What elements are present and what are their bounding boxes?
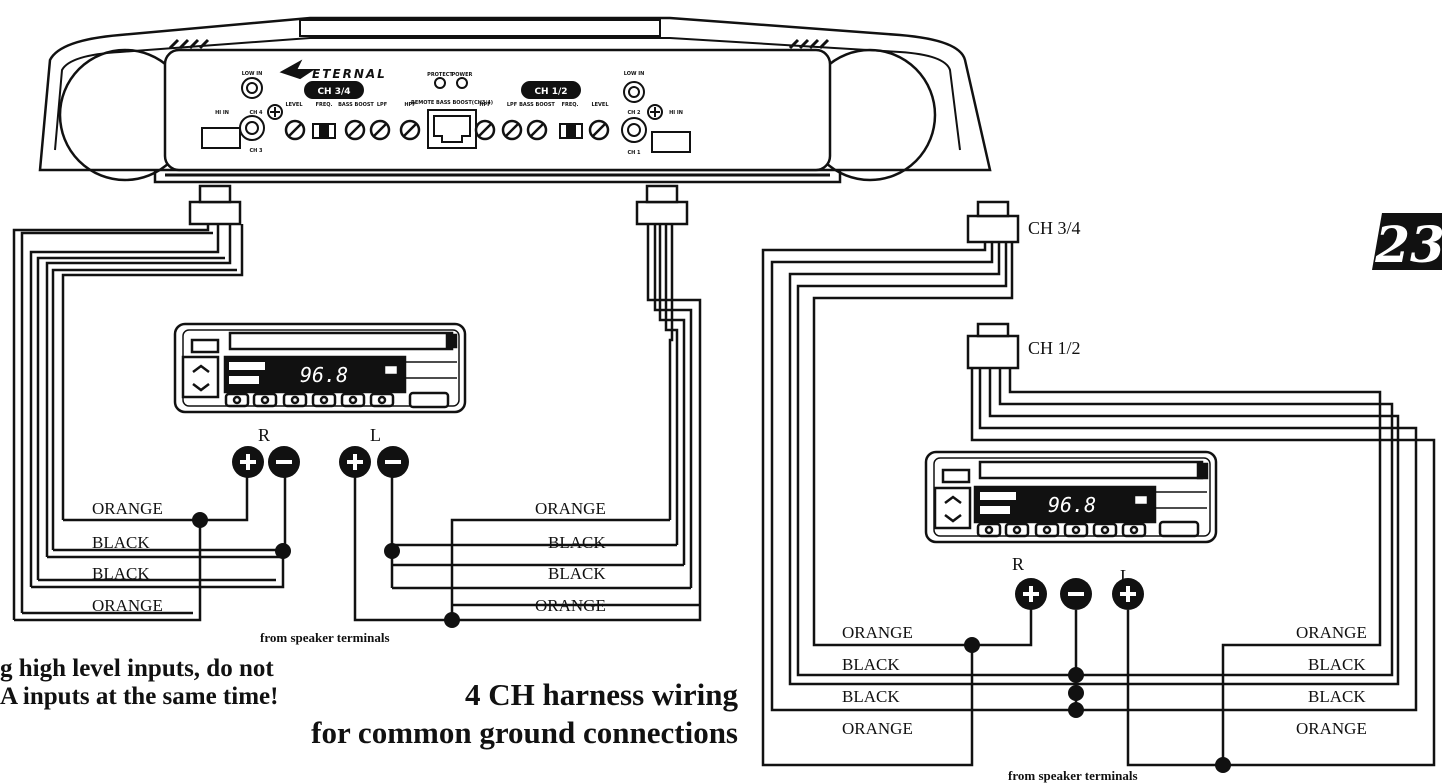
ctrl-right-lpf: LPF bbox=[507, 102, 517, 108]
left-terminals-caption: from speaker terminals bbox=[260, 630, 390, 645]
left-harness-wires bbox=[12, 224, 702, 622]
ch2-label: CH 2 bbox=[627, 110, 641, 116]
right-junction-dots bbox=[964, 637, 1231, 773]
ctrl-right-hpf: HPF bbox=[479, 102, 490, 108]
right-ch34-label: CH 3/4 bbox=[1028, 218, 1081, 238]
ctrl-left-hpf: HPF bbox=[404, 102, 415, 108]
left-wire-label: BLACK bbox=[92, 564, 150, 583]
right-wire-label: ORANGE bbox=[1296, 719, 1367, 738]
amp-ch12-label: CH 1/2 bbox=[534, 87, 567, 97]
protect-led-icon bbox=[434, 77, 446, 89]
low-in-left: LOW IN bbox=[242, 71, 263, 77]
power-led-icon bbox=[456, 77, 468, 89]
left-head-unit: 96.8 bbox=[173, 322, 467, 414]
hi-in-left: HI IN bbox=[215, 110, 229, 116]
left-radio-display: 96.8 bbox=[300, 363, 348, 387]
hi-in-right: HI IN bbox=[669, 110, 683, 116]
brand-text: ETERNAL bbox=[312, 67, 387, 81]
right-wire-label: ORANGE bbox=[1296, 623, 1367, 642]
right-wire-label: BLACK bbox=[1308, 655, 1366, 674]
right-harness-connectors bbox=[966, 200, 1020, 370]
right-wire-label: BLACK bbox=[548, 533, 606, 552]
left-diagram-r: R bbox=[258, 425, 270, 445]
amplifier bbox=[38, 16, 992, 184]
ch1-label: CH 1 bbox=[627, 150, 641, 156]
ch3-label: CH 3 bbox=[249, 148, 263, 154]
right-terminals-caption: from speaker terminals bbox=[1008, 768, 1138, 783]
ctrl-left-lpf: LPF bbox=[377, 102, 387, 108]
ctrl-left-freq: FREQ. bbox=[316, 102, 333, 108]
right-wire-label: ORANGE bbox=[535, 596, 606, 615]
left-wire-label: BLACK bbox=[842, 687, 900, 706]
left-harness-connectors bbox=[188, 184, 689, 226]
left-wire-label: ORANGE bbox=[92, 596, 163, 615]
remote-label: REMOTE BASS BOOST(CH3/4) bbox=[411, 100, 493, 106]
eternal-logo-icon bbox=[279, 59, 316, 80]
left-wire-label: BLACK bbox=[842, 655, 900, 674]
amp-front-panel: ETERNAL CH 3/4 CH 1/2 PROTECT POWER REMO… bbox=[201, 59, 691, 156]
left-wire-label: ORANGE bbox=[92, 499, 163, 518]
page-number-badge: 23 bbox=[1372, 213, 1442, 274]
right-harness-wires bbox=[761, 242, 1436, 767]
warning-line-1: g high level inputs, do not bbox=[0, 655, 274, 682]
ctrl-left-bass: BASS BOOST bbox=[338, 102, 374, 108]
right-head-unit: 96.8 bbox=[924, 450, 1218, 544]
protect-label: PROTECT bbox=[427, 72, 453, 78]
right-wire-label: ORANGE bbox=[535, 499, 606, 518]
title-line-1: 4 CH harness wiring bbox=[465, 677, 738, 712]
page-number: 23 bbox=[1374, 215, 1442, 274]
right-diagram-r: R bbox=[1012, 554, 1024, 574]
ctrl-right-freq: FREQ. bbox=[562, 102, 579, 108]
amp-ch34-label: CH 3/4 bbox=[317, 87, 350, 97]
left-diagram-l: L bbox=[370, 425, 381, 445]
left-wire-label: BLACK bbox=[92, 533, 150, 552]
low-in-right: LOW IN bbox=[624, 71, 645, 77]
ctrl-right-level: LEVEL bbox=[591, 102, 609, 108]
right-speaker-terminals: R L bbox=[1012, 554, 1144, 610]
right-ch12-label: CH 1/2 bbox=[1028, 338, 1081, 358]
right-wire-label: BLACK bbox=[1308, 687, 1366, 706]
right-wire-label: BLACK bbox=[548, 564, 606, 583]
right-wire-labels: ORANGE BLACK BLACK ORANGE ORANGE BLACK B… bbox=[842, 623, 1367, 738]
title-line-2: for common ground connections bbox=[311, 715, 738, 750]
left-wire-labels: ORANGE BLACK BLACK ORANGE ORANGE BLACK B… bbox=[92, 499, 606, 615]
left-junction-dots bbox=[192, 512, 460, 628]
ch4-label: CH 4 bbox=[249, 110, 263, 116]
ctrl-left-level: LEVEL bbox=[285, 102, 303, 108]
left-wire-label: ORANGE bbox=[842, 623, 913, 642]
right-diagram-l: L bbox=[1120, 566, 1131, 586]
ctrl-right-bass: BASS BOOST bbox=[519, 102, 555, 108]
left-wire-label: ORANGE bbox=[842, 719, 913, 738]
warning-line-2: A inputs at the same time! bbox=[0, 683, 278, 710]
right-radio-display: 96.8 bbox=[1048, 493, 1096, 517]
power-label: POWER bbox=[452, 72, 473, 78]
left-speaker-terminals: R L bbox=[232, 425, 409, 478]
